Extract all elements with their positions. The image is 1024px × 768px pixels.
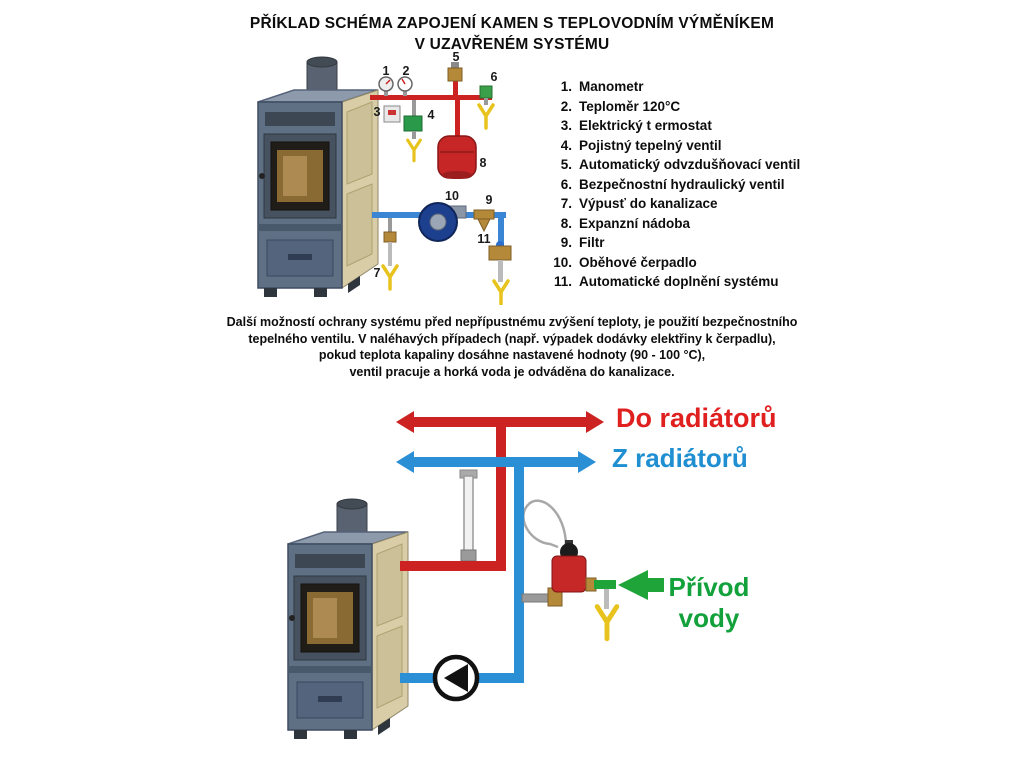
note-line-3: pokud teplota kapaliny dosáhne nastavené… xyxy=(318,348,706,362)
hot-pipe-bottom xyxy=(396,411,604,571)
component-legend: 1.Manometr 2.Teploměr 120°C 3.Elektrický… xyxy=(540,77,800,292)
note-line-2: tepelného ventilu. V naléhavých případec… xyxy=(248,331,776,346)
title-line-2: V UZAVŘENÉM SYSTÉMU xyxy=(414,36,610,53)
closed-system-schematic: 1 2 3 4 5 6 7 8 9 10 11 xyxy=(257,52,512,305)
cold-arrow-left xyxy=(396,451,414,473)
flow-diagram xyxy=(287,411,664,740)
hot-pipe-top xyxy=(370,81,492,136)
num-10: 10 xyxy=(445,189,459,203)
label-from-radiators: Z radiátorů xyxy=(612,443,748,473)
legend-item: 3.Elektrický t ermostat xyxy=(560,118,712,133)
note-line-4: ventil pracuje a horká voda je odváděna … xyxy=(349,364,675,379)
thermometer-icon xyxy=(397,76,413,96)
capillary-tube xyxy=(522,499,568,549)
page-title: PŘÍKLAD SCHÉMA ZAPOJENÍ KAMEN S TEPLOVOD… xyxy=(0,13,1024,55)
label-water-supply-line-2: vody xyxy=(678,603,740,633)
cold-arrow-right xyxy=(578,451,596,473)
note-line-1: Další možností ochrany systému před nepř… xyxy=(226,315,798,329)
title-line-1: PŘÍKLAD SCHÉMA ZAPOJENÍ KAMEN S TEPLOVOD… xyxy=(249,15,775,32)
manometer-icon xyxy=(378,76,394,96)
num-6: 6 xyxy=(491,70,498,84)
num-7: 7 xyxy=(374,266,381,280)
pump-icon-bottom xyxy=(432,654,480,702)
safety-valve-icon xyxy=(477,85,495,130)
label-water-supply-line-1: Přívod xyxy=(668,572,750,602)
stove-illustration-top xyxy=(257,56,379,298)
num-8: 8 xyxy=(480,156,487,170)
num-5: 5 xyxy=(453,52,460,64)
legend-item: 10.Oběhové čerpadlo xyxy=(553,254,697,270)
legend-item: 5.Automatický odvzdušňovací ventil xyxy=(560,157,801,172)
num-2: 2 xyxy=(403,64,410,78)
hot-arrow-right xyxy=(586,411,604,433)
num-1: 1 xyxy=(383,64,390,78)
label-to-radiators: Do radiátorů xyxy=(616,403,777,433)
legend-item: 11.Automatické doplnění systému xyxy=(553,274,779,289)
schematic-numbers: 1 2 3 4 5 6 7 8 9 10 11 xyxy=(374,52,498,280)
label-water-supply: Přívod vody xyxy=(650,572,768,634)
thermostat-icon xyxy=(383,105,401,123)
expansion-tank xyxy=(437,135,477,179)
legend-item: 4.Pojistný tepelný ventil xyxy=(560,137,722,153)
legend-item: 9.Filtr xyxy=(560,235,605,250)
legend-item: 8.Expanzní nádoba xyxy=(560,215,691,231)
num-11: 11 xyxy=(477,232,490,246)
filter-icon xyxy=(473,209,495,233)
thermal-valve-icon xyxy=(403,100,423,163)
refill-valve-icon xyxy=(488,241,512,305)
air-vent-valve-icon xyxy=(447,62,463,82)
num-9: 9 xyxy=(486,193,493,207)
safety-note: Další možností ochrany systému před nepř… xyxy=(0,314,1024,380)
num-4: 4 xyxy=(428,108,435,122)
pump-icon-top xyxy=(418,202,467,242)
num-3: 3 xyxy=(374,105,381,119)
water-supply-arrow xyxy=(618,570,664,600)
hot-arrow-left xyxy=(396,411,414,433)
legend-item: 1.Manometr xyxy=(560,79,644,94)
legend-item: 6.Bezpečnostní hydraulický ventil xyxy=(560,176,785,192)
stove-illustration-bottom xyxy=(287,498,409,740)
legend-item: 7.Výpusť do kanalizace xyxy=(560,196,718,211)
supply-valve-assembly xyxy=(521,540,617,639)
legend-item: 2.Teploměr 120°C xyxy=(560,98,681,114)
drain-valve-icon xyxy=(381,218,399,291)
thermal-drain-pipe xyxy=(459,469,478,563)
